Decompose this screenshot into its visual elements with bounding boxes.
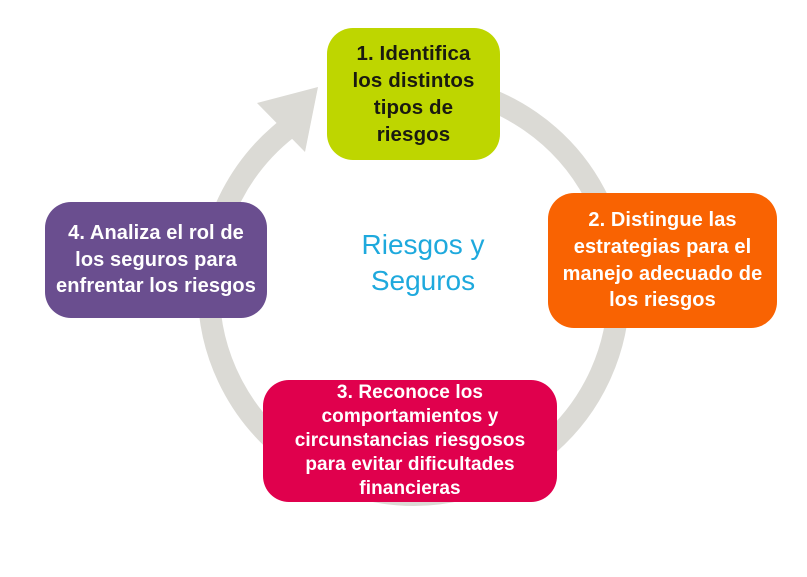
step-1-label: 1. Identifica los distintos tipos de rie… — [352, 41, 475, 147]
step-2-label: 2. Distingue las estrategias para el man… — [562, 208, 763, 312]
cycle-arrow-head-icon — [257, 87, 318, 152]
step-3-label: 3. Reconoce los comportamientos y circun… — [294, 382, 526, 499]
step-box-3: 3. Reconoce los comportamientos y circun… — [263, 380, 557, 502]
step-4-label: 4. Analiza el rol de los seguros para en… — [56, 222, 256, 298]
step-box-2: 2. Distingue las estrategias para el man… — [548, 193, 777, 328]
diagram-title: Riesgos y Seguros — [361, 229, 485, 297]
step-box-4: 4. Analiza el rol de los seguros para en… — [45, 202, 267, 318]
step-box-1: 1. Identifica los distintos tipos de rie… — [327, 28, 500, 160]
